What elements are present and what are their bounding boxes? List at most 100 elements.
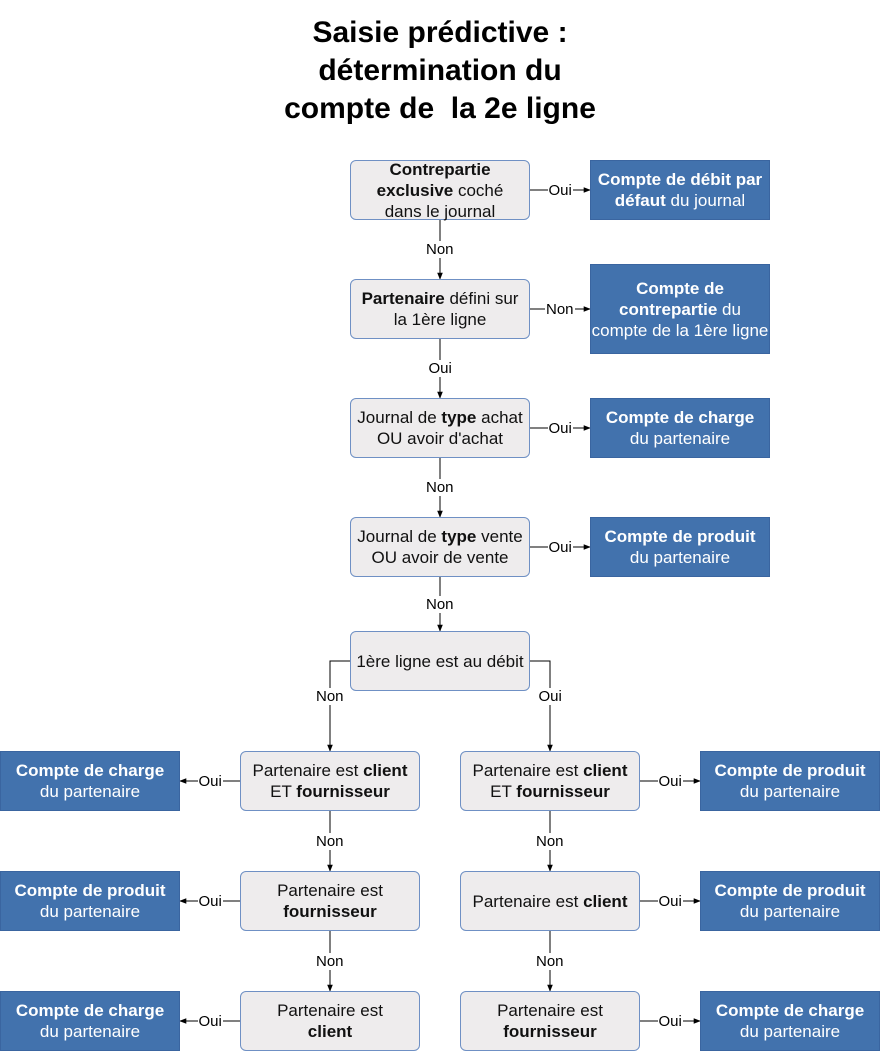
node-line: Partenaire est client bbox=[473, 760, 628, 781]
node-text-regular: Partenaire est bbox=[472, 761, 584, 780]
node-line: Compte de produit bbox=[14, 880, 165, 901]
node-text-regular: vente bbox=[476, 527, 523, 546]
node-line: Compte de produit bbox=[714, 760, 865, 781]
node-text-regular: du partenaire bbox=[39, 902, 141, 921]
node-text-bold: Compte de débit par bbox=[597, 170, 763, 189]
node-text-regular: du partenaire bbox=[629, 548, 731, 567]
node-text-regular: Partenaire est bbox=[277, 1001, 383, 1020]
node-line: du partenaire bbox=[716, 1021, 864, 1042]
node-line: Compte de débit par bbox=[598, 169, 762, 190]
edge-label-q3-to-r3: Oui bbox=[547, 419, 573, 437]
node-line: du partenaire bbox=[714, 901, 865, 922]
edge-label-q1-to-r1: Oui bbox=[547, 181, 573, 199]
edge-label-q2-to-r2: Non bbox=[545, 300, 575, 318]
node-line: fournisseur bbox=[277, 901, 383, 922]
node-line: Compte de produit bbox=[604, 526, 755, 547]
title-line-2: détermination du bbox=[318, 54, 562, 87]
node-text-regular: Partenaire est bbox=[472, 891, 584, 911]
node-line: Compte de charge bbox=[716, 1000, 864, 1021]
node-line: du partenaire bbox=[606, 428, 754, 449]
node-text-bold: client bbox=[583, 891, 628, 911]
edge-label-q1-to-q2: Non bbox=[425, 240, 455, 258]
node-text: Compte de charge du partenaire bbox=[16, 1000, 164, 1042]
node-text-regular: du partenaire bbox=[739, 782, 841, 801]
edge-label-q2-to-q3: Oui bbox=[427, 359, 453, 377]
decision-client-right: Partenaire est client bbox=[460, 871, 640, 931]
node-text-regular: achat bbox=[476, 408, 523, 427]
node-text-bold: fournisseur bbox=[503, 1022, 597, 1041]
node-line: ET fournisseur bbox=[253, 781, 408, 802]
node-text-bold: Contrepartie bbox=[389, 159, 491, 179]
title-line-1: Saisie prédictive : bbox=[312, 16, 568, 49]
node-line: du partenaire bbox=[604, 547, 755, 568]
node-line: fournisseur bbox=[497, 1021, 603, 1042]
node-text-bold: Partenaire bbox=[361, 289, 445, 308]
node-line: Partenaire est bbox=[277, 880, 383, 901]
edge-label-q4-to-q5: Non bbox=[425, 595, 455, 613]
node-text-bold: Compte de produit bbox=[14, 881, 166, 900]
node-text-bold: Compte de bbox=[636, 278, 724, 298]
node-line: Partenaire défini sur bbox=[362, 288, 519, 309]
node-line: Journal de type vente bbox=[357, 526, 522, 547]
node-text-regular: compte de la 1ère ligne bbox=[591, 320, 769, 340]
decision-fournisseur-right: Partenaire est fournisseur bbox=[460, 991, 640, 1051]
edge-label-qL2-to-qL3: Non bbox=[315, 952, 345, 970]
node-line: 1ère ligne est au débit bbox=[356, 651, 523, 672]
edge-label-q4-to-r4: Oui bbox=[547, 538, 573, 556]
node-text-regular: Partenaire est bbox=[252, 761, 364, 780]
node-text-regular: du partenaire bbox=[39, 1022, 141, 1041]
node-text-bold: Compte de charge bbox=[715, 1001, 865, 1020]
node-text: Partenaire est fournisseur bbox=[497, 1000, 603, 1042]
node-text-regular: Journal de bbox=[357, 527, 442, 546]
node-line: Partenaire est bbox=[277, 1000, 383, 1021]
node-line: Compte de charge bbox=[606, 407, 754, 428]
node-text-bold: client bbox=[363, 761, 408, 780]
node-text-regular: Partenaire est bbox=[497, 1001, 603, 1020]
node-text-regular: du bbox=[717, 299, 741, 319]
node-line: compte de la 1ère ligne bbox=[592, 320, 769, 341]
edge-label-q5-to-qR1: Oui bbox=[537, 687, 563, 705]
node-text-regular: défini sur bbox=[444, 289, 519, 308]
node-line: Compte de charge bbox=[16, 760, 164, 781]
node-line: Partenaire est bbox=[497, 1000, 603, 1021]
node-line: Compte de bbox=[592, 278, 769, 299]
node-line: du partenaire bbox=[16, 781, 164, 802]
node-text-bold: fournisseur bbox=[283, 902, 377, 921]
node-text-bold: défaut bbox=[614, 191, 666, 210]
node-text-bold: fournisseur bbox=[296, 782, 390, 801]
node-text-regular: la 1ère ligne bbox=[393, 310, 487, 329]
node-line: Partenaire est client bbox=[473, 891, 628, 912]
edge-label-q3-to-q4: Non bbox=[425, 478, 455, 496]
node-line: du partenaire bbox=[714, 781, 865, 802]
node-text-bold: Compte de charge bbox=[15, 1001, 165, 1020]
node-text: 1ère ligne est au débit bbox=[356, 651, 523, 672]
edge-label-qR1-to-qR2: Non bbox=[535, 832, 565, 850]
node-line: contrepartie du bbox=[592, 299, 769, 320]
edge-q5-to-qL1 bbox=[327, 660, 350, 752]
decision-premiere-ligne-debit: 1ère ligne est au débit bbox=[350, 631, 530, 691]
node-text-bold: contrepartie bbox=[619, 299, 718, 319]
node-line: client bbox=[277, 1021, 383, 1042]
node-text-regular: ET bbox=[270, 782, 297, 801]
node-text-regular: du partenaire bbox=[629, 429, 731, 448]
